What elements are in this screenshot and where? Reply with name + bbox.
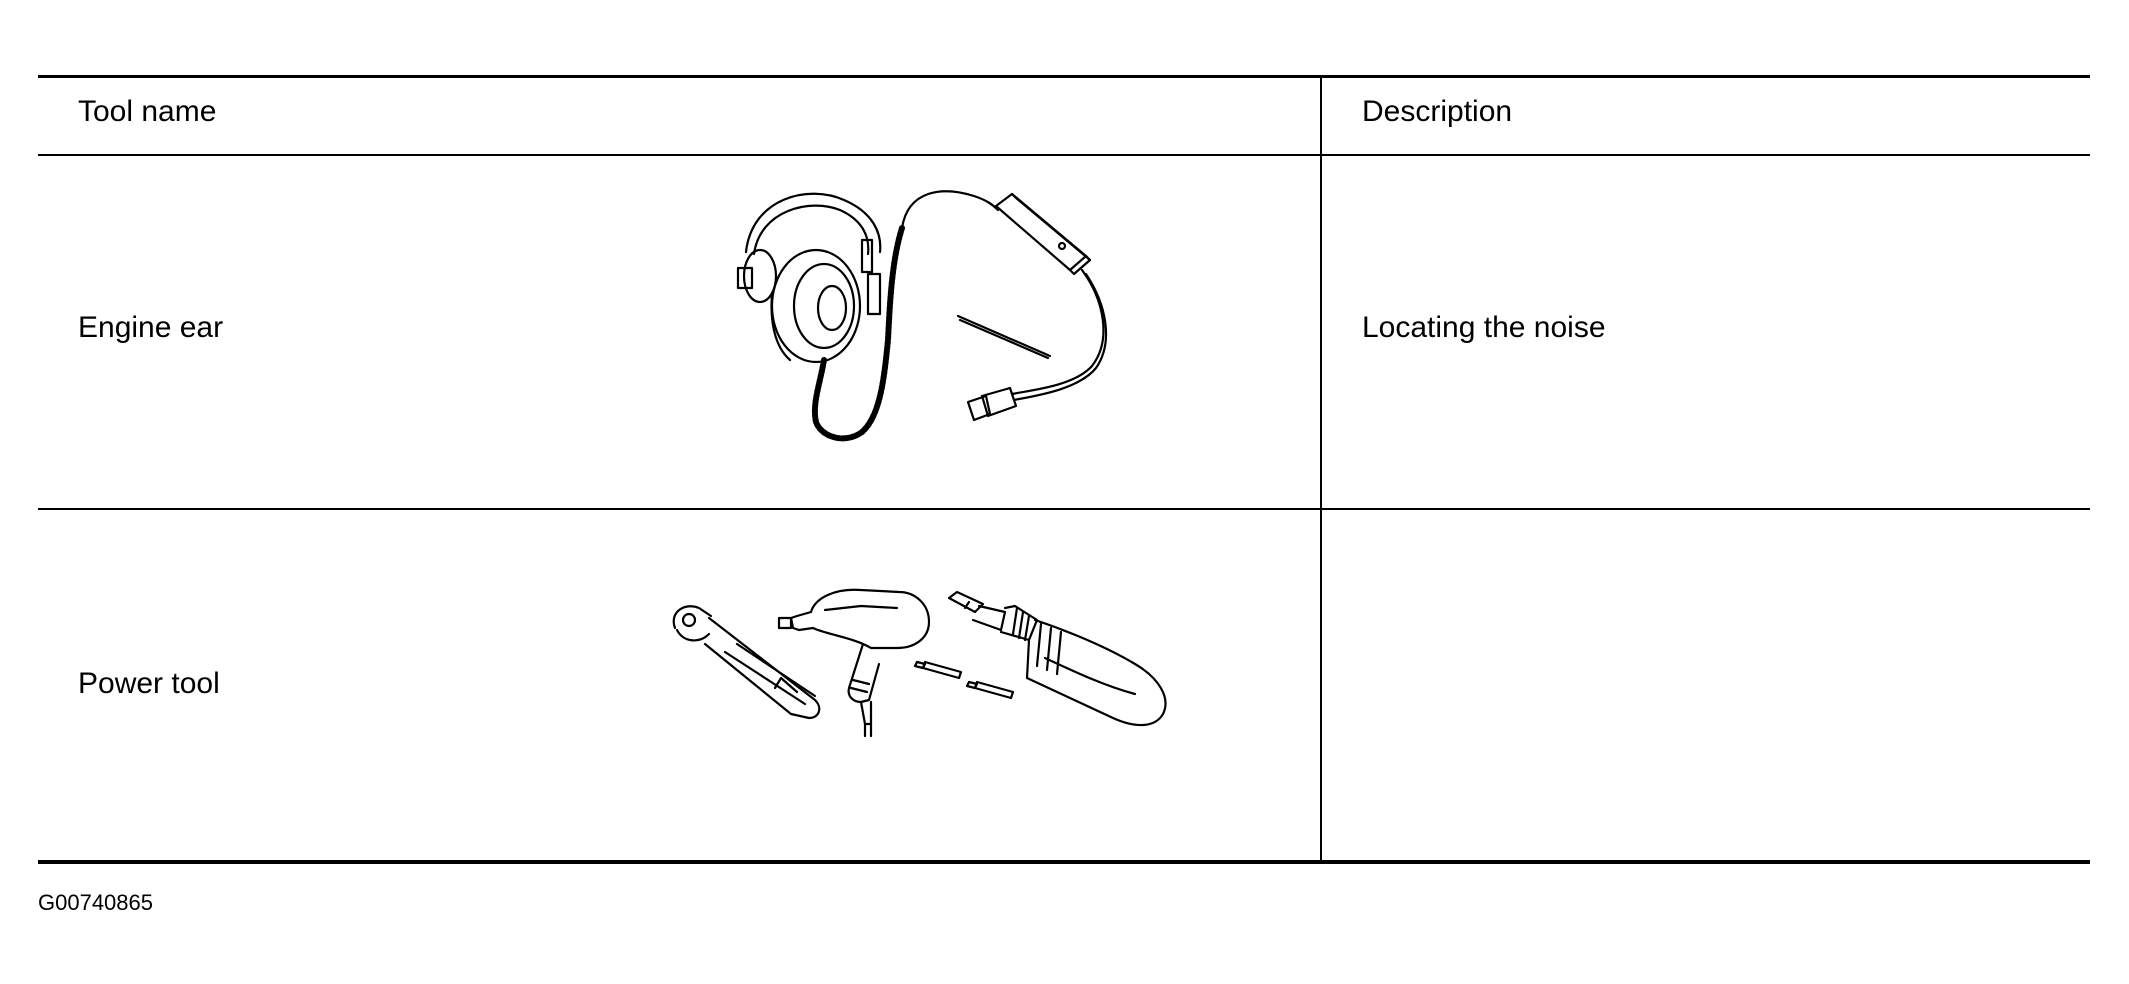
row-engine-ear-description: Locating the noise [1362, 311, 1606, 344]
figure-code: G00740865 [38, 890, 153, 915]
table-bottom-rule [38, 860, 2090, 864]
table-top-rule [38, 75, 2090, 78]
row-engine-ear-name: Engine ear [78, 311, 224, 344]
header-tool-name: Tool name [78, 95, 217, 128]
row-power-tool-name: Power tool [78, 667, 220, 700]
header-description: Description [1362, 95, 1513, 128]
row-separator [38, 508, 2090, 510]
header-separator [38, 154, 2090, 156]
column-divider [1320, 76, 1322, 862]
power-tools-icon [665, 568, 1185, 778]
headphones-stethoscope-icon [712, 170, 1132, 470]
